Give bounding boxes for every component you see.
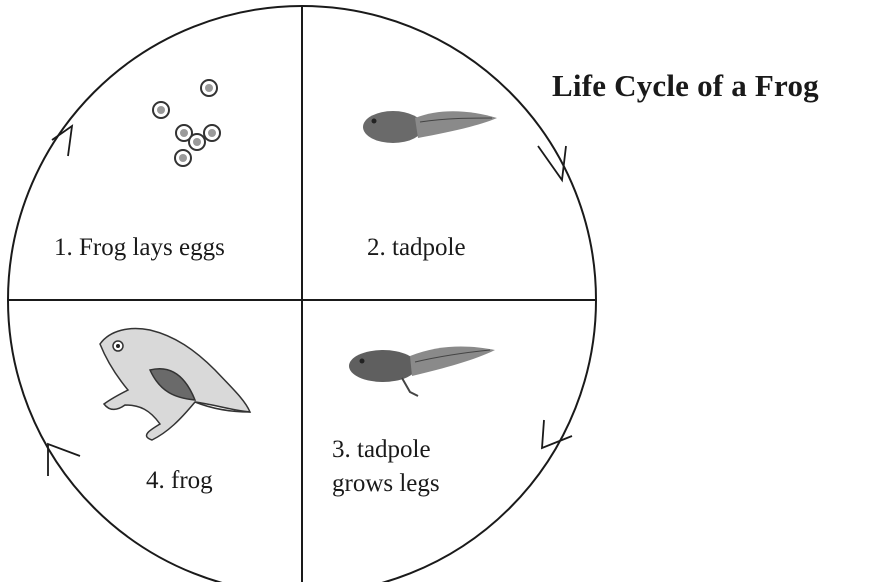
stage-3-label: 3. tadpole grows legs bbox=[332, 433, 440, 501]
diagram-title: Life Cycle of a Frog bbox=[552, 68, 819, 104]
stage-4-label: 4. frog bbox=[146, 464, 213, 498]
stage-2-label: 2. tadpole bbox=[367, 231, 466, 265]
stage-3-label-line-2: grows legs bbox=[332, 467, 440, 501]
frog-icon bbox=[100, 329, 250, 440]
tadpole-with-legs-icon bbox=[349, 346, 495, 396]
tadpole-icon bbox=[363, 111, 497, 143]
frog-eggs-icon bbox=[153, 80, 220, 166]
stage-1-label: 1. Frog lays eggs bbox=[54, 231, 225, 265]
stage-3-label-line-1: 3. tadpole bbox=[332, 433, 440, 467]
